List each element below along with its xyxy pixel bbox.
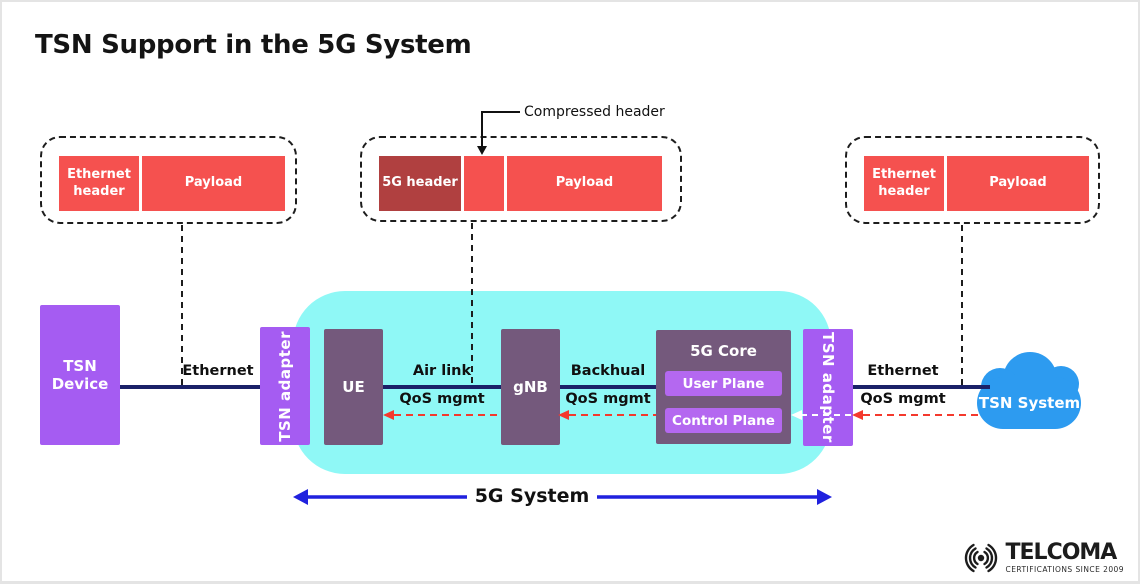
logo-wordmark: TELCOMA	[1005, 540, 1118, 565]
compressed-header-annotation: Compressed header	[524, 104, 665, 120]
gnb-node: gNB	[501, 329, 560, 445]
ethernet-header-segment: Ethernet header	[864, 156, 944, 211]
logo-tagline: CERTIFICATIONS SINCE 2009	[1005, 565, 1124, 574]
tsn-adapter-left-node: TSN adapter	[260, 327, 310, 445]
ethernet-header-segment: Ethernet header	[59, 156, 139, 211]
radio-waves-icon	[964, 543, 997, 573]
ethernet-right-label: Ethernet	[867, 363, 939, 379]
control-plane-box: Control Plane	[665, 408, 782, 433]
tsn-system-label: TSN System	[978, 394, 1081, 412]
page-title: TSN Support in the 5G System	[35, 30, 472, 60]
packet-frame-right: Ethernet header Payload	[845, 136, 1100, 224]
air-link-label: Air link	[412, 363, 472, 379]
tsn-adapter-right-label: TSN adapter	[819, 332, 837, 443]
qos-mgmt-label-backhaul: QoS mgmt	[565, 391, 651, 407]
5g-core-node: 5G Core User Plane Control Plane	[656, 330, 791, 444]
tsn-system-cloud: TSN System	[977, 352, 1082, 430]
gnb-label: gNB	[513, 378, 548, 396]
tsn-adapter-right-node: TSN adapter	[803, 329, 853, 446]
5g-system-span-label: 5G System	[474, 485, 590, 507]
telcoma-logo: TELCOMA CERTIFICATIONS SINCE 2009	[960, 541, 1124, 575]
backhaul-label: Backhual	[570, 363, 646, 379]
user-plane-box: User Plane	[665, 371, 782, 396]
5g-core-label: 5G Core	[690, 342, 757, 360]
ue-node: UE	[324, 329, 383, 445]
ethernet-left-label: Ethernet	[182, 363, 254, 379]
payload-segment: Payload	[947, 156, 1089, 211]
tsn-device-node: TSN Device	[40, 305, 120, 445]
compressed-header-segment	[464, 156, 504, 211]
qos-mgmt-label-air: QoS mgmt	[399, 391, 485, 407]
tsn-adapter-left-label: TSN adapter	[276, 330, 294, 442]
payload-segment: Payload	[142, 156, 285, 211]
packet-frame-left: Ethernet header Payload	[40, 136, 297, 224]
payload-segment: Payload	[507, 156, 662, 211]
ue-label: UE	[342, 378, 365, 396]
qos-mgmt-label-ethernet: QoS mgmt	[860, 391, 946, 407]
tsn-device-label: TSN Device	[51, 357, 109, 393]
packet-frame-middle: 5G header Payload	[360, 136, 682, 222]
cloud-icon	[977, 377, 1081, 429]
5g-header-segment: 5G header	[379, 156, 461, 211]
